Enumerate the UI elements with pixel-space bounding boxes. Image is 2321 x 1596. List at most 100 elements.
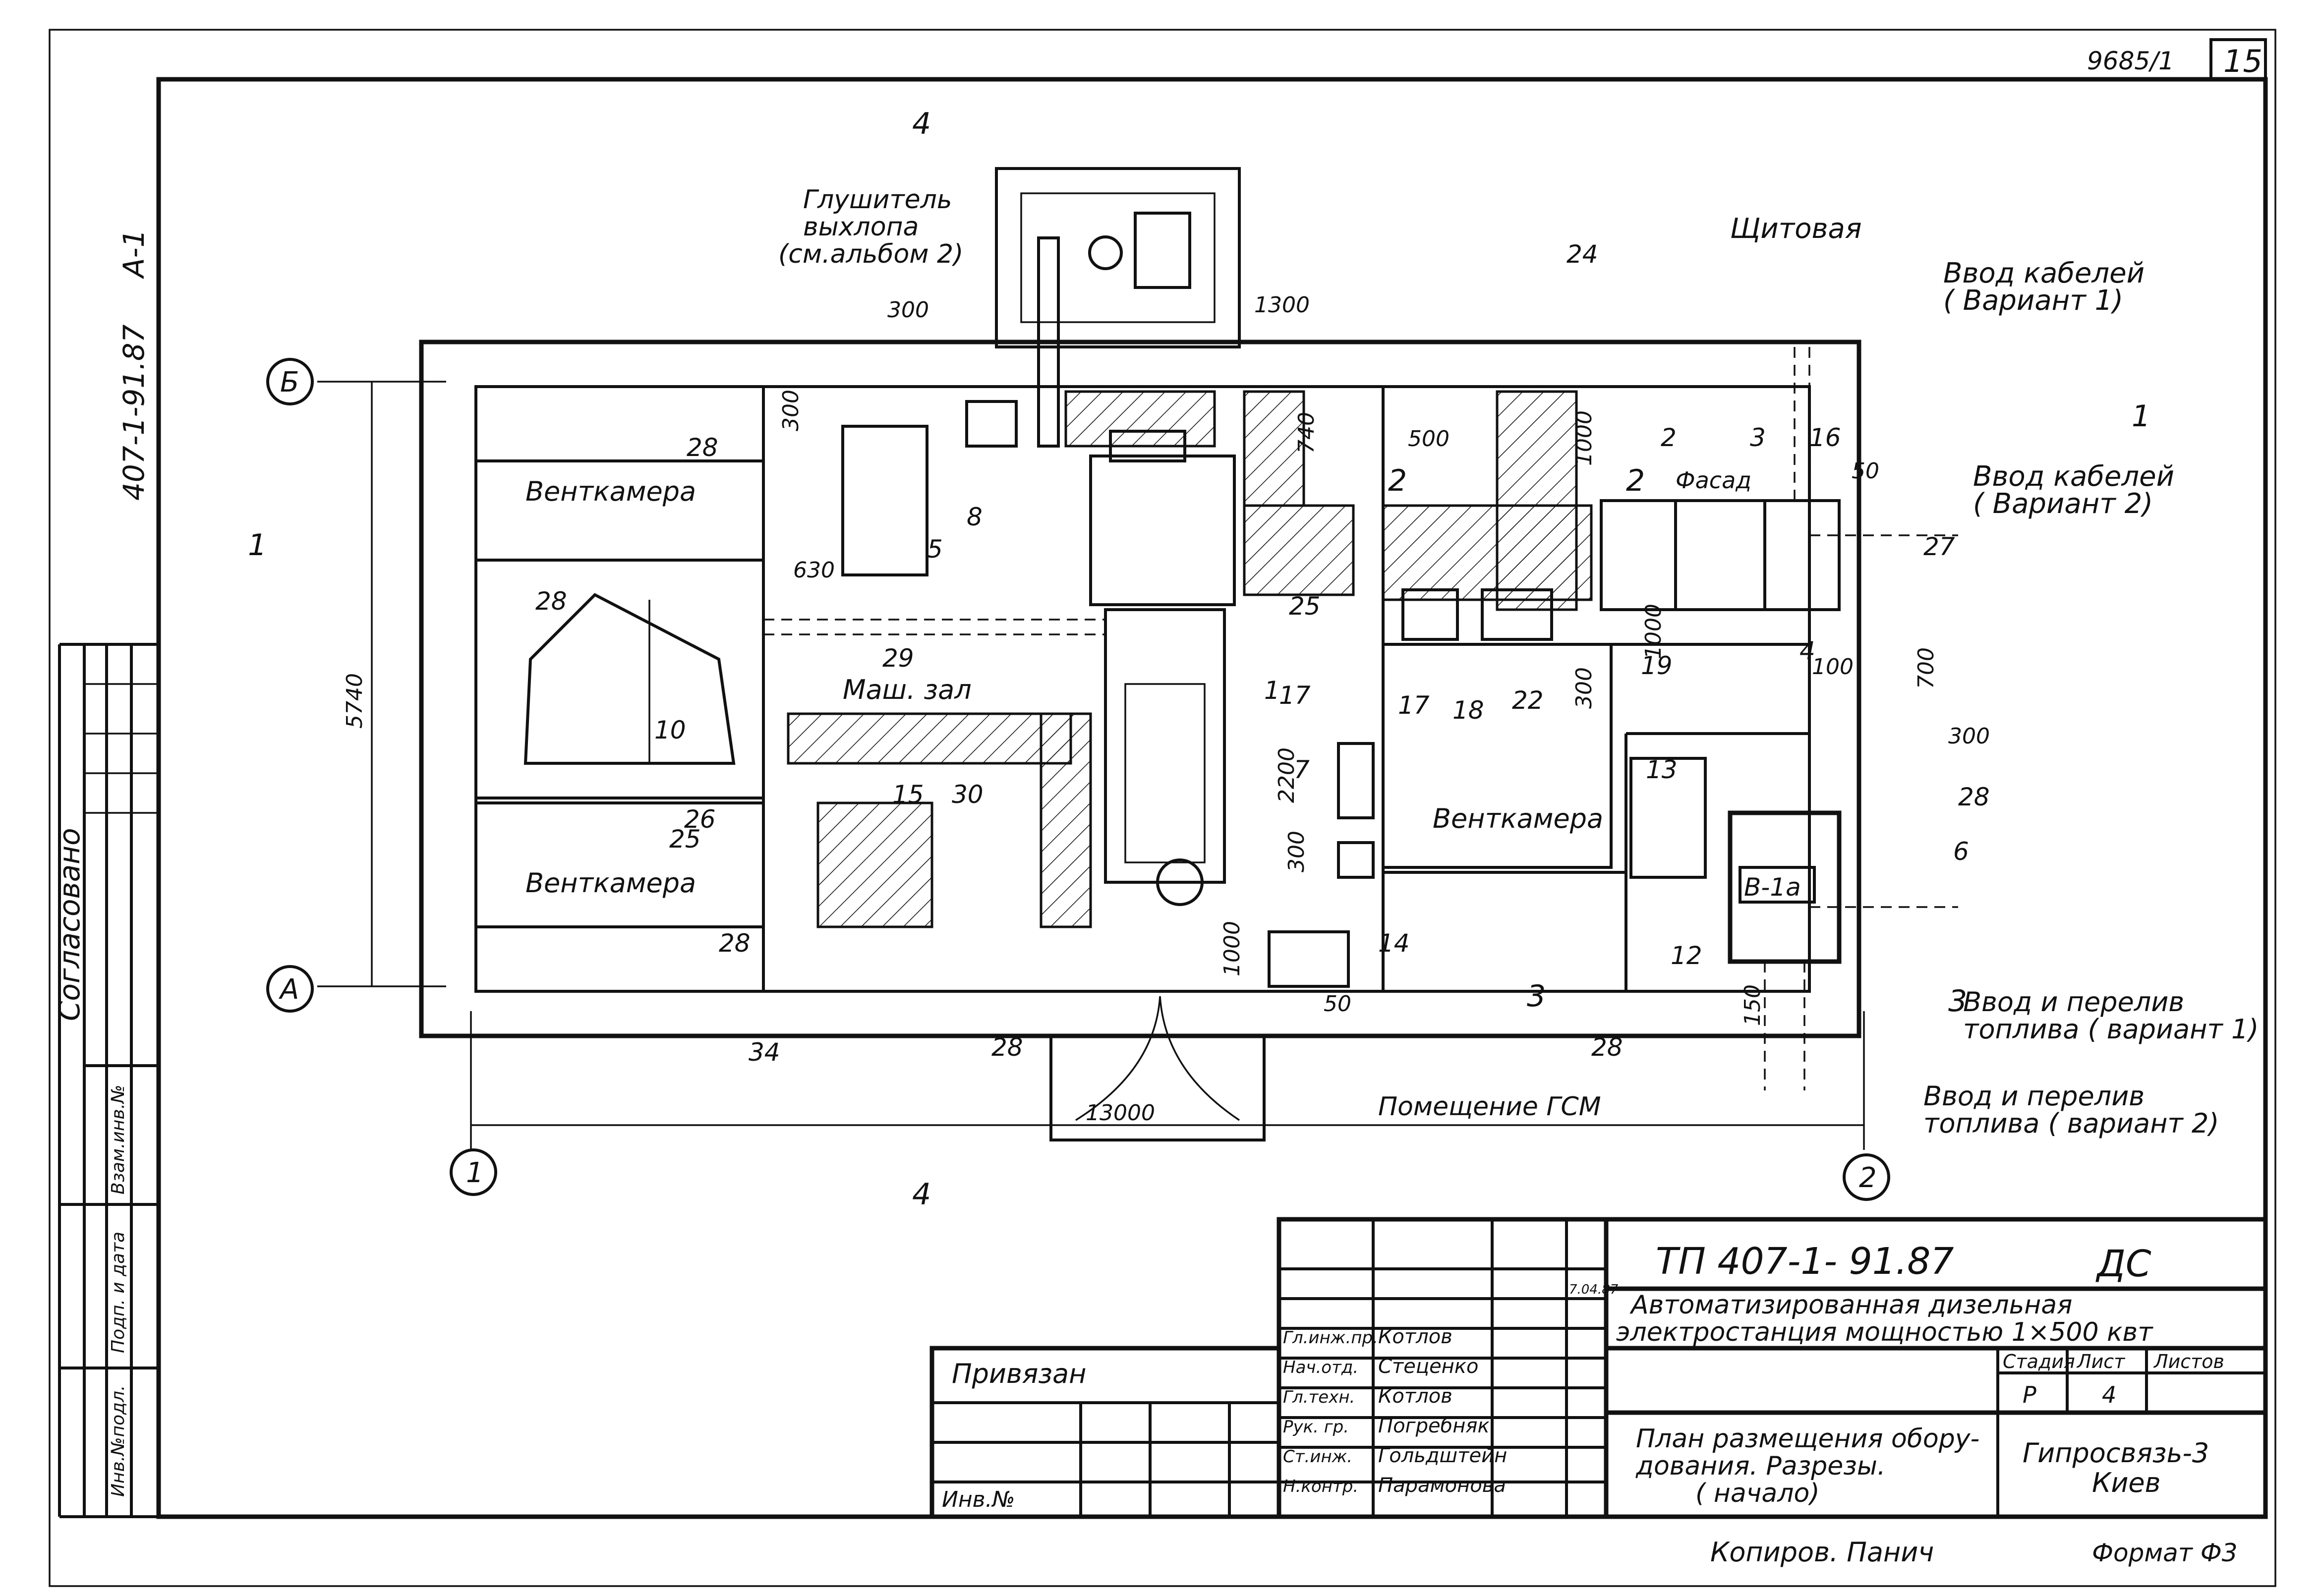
callout-number: 12 bbox=[1671, 941, 1702, 970]
outer-frame bbox=[49, 29, 2276, 1587]
callout-number: 10 bbox=[654, 716, 686, 744]
callout-number: 16 bbox=[1809, 423, 1841, 452]
section-mark: 4 bbox=[912, 107, 931, 141]
side-strip: 407-1-91.87 А-1 Согласовано Инв.№подл. П… bbox=[53, 229, 159, 1518]
side-code-suffix: А-1 bbox=[117, 229, 151, 280]
cabinet-3 bbox=[1674, 499, 1766, 611]
role-label: Гл.инж.пр. bbox=[1283, 1328, 1378, 1348]
callout-number: 3 bbox=[1750, 423, 1766, 452]
col-sheets: Листов bbox=[2153, 1351, 2224, 1372]
label-cable-in-1: Ввод кабелей bbox=[1943, 257, 2145, 289]
col-stage: Стадия bbox=[2003, 1351, 2075, 1372]
label-muffler-2: выхлопа bbox=[803, 212, 919, 242]
dimension-label: 50 bbox=[1852, 458, 1879, 484]
section-mark: 1 bbox=[248, 528, 267, 563]
dimension-label: 1000 bbox=[1571, 410, 1597, 466]
callout-number: 15 bbox=[892, 780, 924, 809]
callout-number: 8 bbox=[967, 503, 983, 531]
section-mark: 2 bbox=[1388, 463, 1407, 498]
callout-number: 26 bbox=[684, 805, 716, 834]
label-cable-in-1b: ( Вариант 1) bbox=[1943, 285, 2123, 317]
drawing-title-2: дования. Разрезы. bbox=[1635, 1451, 1886, 1481]
callout-number: 24 bbox=[1567, 240, 1598, 269]
title-block: Привязан Инв.№ ТП 407-1- 91.87 ДС Автома… bbox=[929, 1217, 2268, 1519]
org-1: Гипросвязь-3 bbox=[2023, 1437, 2209, 1469]
side-code: 407-1-91.87 bbox=[117, 324, 151, 501]
dimension-label: 300 bbox=[1284, 831, 1309, 872]
role-label: Ст.инж. bbox=[1283, 1447, 1352, 1467]
callout-number: 28 bbox=[991, 1033, 1023, 1062]
section-mark: 1 bbox=[2132, 399, 2150, 434]
label-muffler-3: (см.альбом 2) bbox=[778, 239, 963, 269]
callout-number: 19 bbox=[1641, 651, 1673, 680]
label-fuel-in-1: Ввод и перелив bbox=[1963, 986, 2184, 1018]
label-switch-room: Щитовая bbox=[1730, 213, 1862, 245]
callout-number: 18 bbox=[1452, 696, 1484, 725]
cabinet-2 bbox=[1600, 499, 1677, 611]
copied-by: Копиров. Панич bbox=[1710, 1537, 1934, 1568]
role-label: Гл.техн. bbox=[1283, 1387, 1355, 1407]
fuel-tank bbox=[1728, 810, 1842, 964]
section-mark: 4 bbox=[912, 1177, 931, 1212]
axis-markers: Б А 1 2 bbox=[266, 358, 1890, 1201]
dimension-label: 150 bbox=[1740, 984, 1765, 1026]
dimension-label: 300 bbox=[778, 390, 804, 431]
ventilator-10 bbox=[523, 593, 736, 765]
callout-number: 25 bbox=[1289, 592, 1321, 621]
side-col-2: Подп. и дата bbox=[108, 1232, 128, 1353]
callout-number: 5 bbox=[927, 535, 943, 564]
label-facade: Фасад bbox=[1676, 467, 1751, 494]
role-name: Стеценко bbox=[1378, 1355, 1478, 1378]
dimension-label: 100 bbox=[1812, 654, 1854, 680]
dimension-label: 5740 bbox=[342, 673, 367, 729]
attached-label: Привязан bbox=[952, 1358, 1086, 1389]
title-line-1: Автоматизированная дизельная bbox=[1629, 1290, 2072, 1320]
plan-labels: Глушитель выхлопа (см.альбом 2) Щитовая … bbox=[525, 185, 2259, 1139]
callout-number: 4 bbox=[1799, 636, 1815, 665]
label-machine-hall: Маш. зал bbox=[843, 674, 972, 705]
section-mark: 3 bbox=[1948, 984, 1967, 1019]
callout-number: 22 bbox=[1512, 686, 1544, 715]
stage-value: Р bbox=[2023, 1381, 2036, 1408]
cabinet-16 bbox=[1763, 499, 1841, 611]
col-sheet: Лист bbox=[2076, 1351, 2126, 1372]
role-name: Котлов bbox=[1378, 1325, 1452, 1348]
dimension-label: 300 bbox=[887, 297, 929, 323]
callout-number: 1 bbox=[1264, 676, 1280, 705]
callout-number: 17 bbox=[1398, 691, 1430, 720]
callout-number: 17 bbox=[1279, 681, 1311, 710]
axis-2: 2 bbox=[1859, 1162, 1877, 1194]
section-mark: 3 bbox=[1527, 979, 1546, 1014]
generator-block bbox=[1089, 455, 1236, 606]
callout-number: 25 bbox=[669, 825, 701, 854]
callout-number: 28 bbox=[719, 929, 751, 958]
title-line-2: электростанция мощностью 1×500 квт bbox=[1616, 1317, 2153, 1347]
role-name: Гольдштейн bbox=[1378, 1444, 1507, 1467]
dimension-label: 300 bbox=[1948, 724, 1990, 749]
dimension-label: 50 bbox=[1324, 991, 1351, 1017]
side-col-1: Инв.№подл. bbox=[108, 1385, 128, 1497]
format: Формат Ф3 bbox=[2092, 1539, 2238, 1567]
dimension-label: 740 bbox=[1294, 412, 1319, 454]
callout-number: 30 bbox=[952, 780, 984, 809]
label-vent-1: Венткамера bbox=[525, 476, 696, 507]
side-col-3: Взам.инв.№ bbox=[108, 1084, 128, 1195]
drawing-title-3: ( начало) bbox=[1695, 1479, 1820, 1508]
label-muffler: Глушитель bbox=[803, 185, 952, 215]
dimension-label: 1000 bbox=[1641, 604, 1666, 659]
label-cable-in-2: Ввод кабелей bbox=[1973, 460, 2174, 493]
sheet-value: 4 bbox=[2102, 1381, 2116, 1408]
label-fuel-in-1b: топлива ( вариант 1) bbox=[1963, 1014, 2259, 1045]
label-fuel-in-2: Ввод и перелив bbox=[1923, 1081, 2145, 1112]
label-cable-in-2b: ( Вариант 2) bbox=[1973, 488, 2153, 520]
callout-number: 14 bbox=[1378, 929, 1410, 958]
callout-number: 27 bbox=[1923, 532, 1955, 561]
doc-number-top: 9685/1 bbox=[2087, 47, 2174, 75]
sheet-number-top: 15 bbox=[2223, 43, 2263, 79]
code: ТП 407-1- 91.87 bbox=[1656, 1240, 1954, 1283]
callout-number: 28 bbox=[687, 433, 718, 462]
tank-label: В-1а bbox=[1744, 873, 1801, 902]
